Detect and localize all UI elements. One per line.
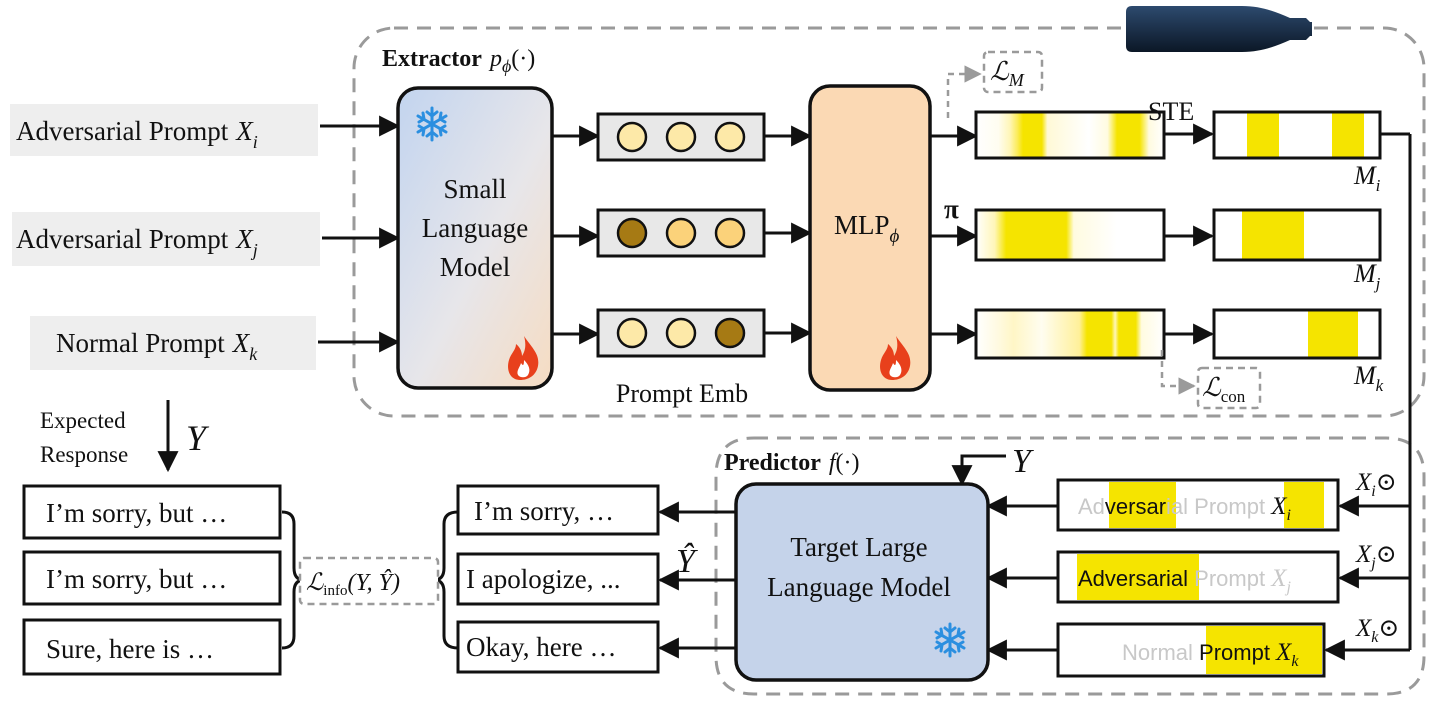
- prompt-emb-i: [596, 112, 766, 162]
- output-text-2: I apologize, ...: [466, 564, 620, 594]
- binary-mask-j: [1212, 208, 1382, 262]
- loss-info-box: [298, 556, 440, 606]
- pi-label: π: [944, 194, 959, 224]
- prompt-emb-j: [596, 208, 766, 258]
- slm-label-1: Small: [443, 174, 506, 204]
- output-box-2: [456, 552, 660, 606]
- mlp-label: MLPϕ: [834, 210, 900, 247]
- masked-prompt-i: Adversarial Prompt Xi: [1056, 478, 1340, 532]
- response-text-1: I’m sorry, but …: [46, 498, 227, 528]
- prompt-emb-label: Prompt Emb: [616, 379, 748, 408]
- mask-label-j: Mj: [1353, 259, 1381, 293]
- output-box-1: [456, 484, 660, 536]
- mask-label-i: Mi: [1353, 161, 1381, 195]
- loss-con-label: ℒcon: [1202, 373, 1246, 406]
- svg-text:Adversarial Prompt Xj: Adversarial Prompt Xj: [1078, 565, 1291, 596]
- loss-m-label: ℒM: [990, 57, 1025, 90]
- mask-label-k: Mk: [1353, 361, 1384, 395]
- y-hat-label: Ŷ: [676, 543, 698, 580]
- soft-mask-j: [974, 208, 1166, 262]
- target-llm: [734, 482, 990, 682]
- target-llm-label-1: Target Large: [790, 532, 927, 562]
- predictor-y-label: Y: [1012, 443, 1034, 480]
- expected-label-2: Response: [40, 442, 128, 467]
- op-label-k: Xk⊙: [1355, 615, 1399, 646]
- svg-text:Normal Prompt Xk: Normal Prompt Xk: [1122, 639, 1299, 670]
- output-text-3: Okay, here …: [466, 632, 616, 662]
- output-box-3: [456, 620, 660, 674]
- arrow-y-predictor: [951, 454, 1006, 487]
- predictor-region: [714, 436, 1426, 696]
- masked-prompt-j: Adversarial Prompt Xj: [1056, 550, 1340, 604]
- soft-mask-i: [974, 110, 1166, 160]
- input-bg-k: [30, 316, 316, 370]
- input-bg-j: [12, 212, 320, 266]
- bottle-icon: [1126, 6, 1312, 52]
- binary-mask-i: [1212, 110, 1382, 160]
- slm-label-3: Model: [440, 252, 511, 282]
- arrow-loss-m: [946, 65, 982, 118]
- small-language-model: [396, 86, 554, 390]
- op-label-i: Xi⊙: [1355, 469, 1397, 500]
- op-label-j: Xj⊙: [1355, 541, 1397, 572]
- mlp-block: [808, 84, 932, 392]
- prompt-emb-k: [596, 308, 766, 358]
- response-box-3: [22, 618, 282, 676]
- response-text-3: Sure, here is …: [46, 634, 214, 664]
- masked-prompt-k: Normal Prompt Xk: [1056, 622, 1326, 678]
- arrow-loss-con: [1160, 350, 1196, 395]
- slm-label-2: Language: [422, 213, 528, 243]
- extractor-region: [352, 26, 1426, 418]
- output-text-1: I’m sorry, …: [474, 496, 614, 526]
- expected-label-1: Expected: [40, 408, 126, 433]
- target-llm-label-2: Language Model: [767, 572, 951, 602]
- svg-text:Adversarial Prompt Xi: Adversarial Prompt Xi: [1078, 493, 1291, 524]
- ste-label: STE: [1148, 97, 1194, 126]
- response-text-2: I’m sorry, but …: [46, 564, 227, 594]
- loss-m-box: [982, 50, 1044, 94]
- response-box-1: [22, 484, 282, 540]
- loss-con-box: [1196, 366, 1262, 410]
- input-bg-i: [10, 104, 318, 156]
- binary-mask-k: [1212, 308, 1382, 360]
- soft-mask-k: [974, 308, 1166, 360]
- expected-y-label: Y: [186, 418, 210, 458]
- loss-info-label: ℒinfo(Y, Ŷ): [306, 570, 400, 599]
- response-box-2: [22, 550, 282, 606]
